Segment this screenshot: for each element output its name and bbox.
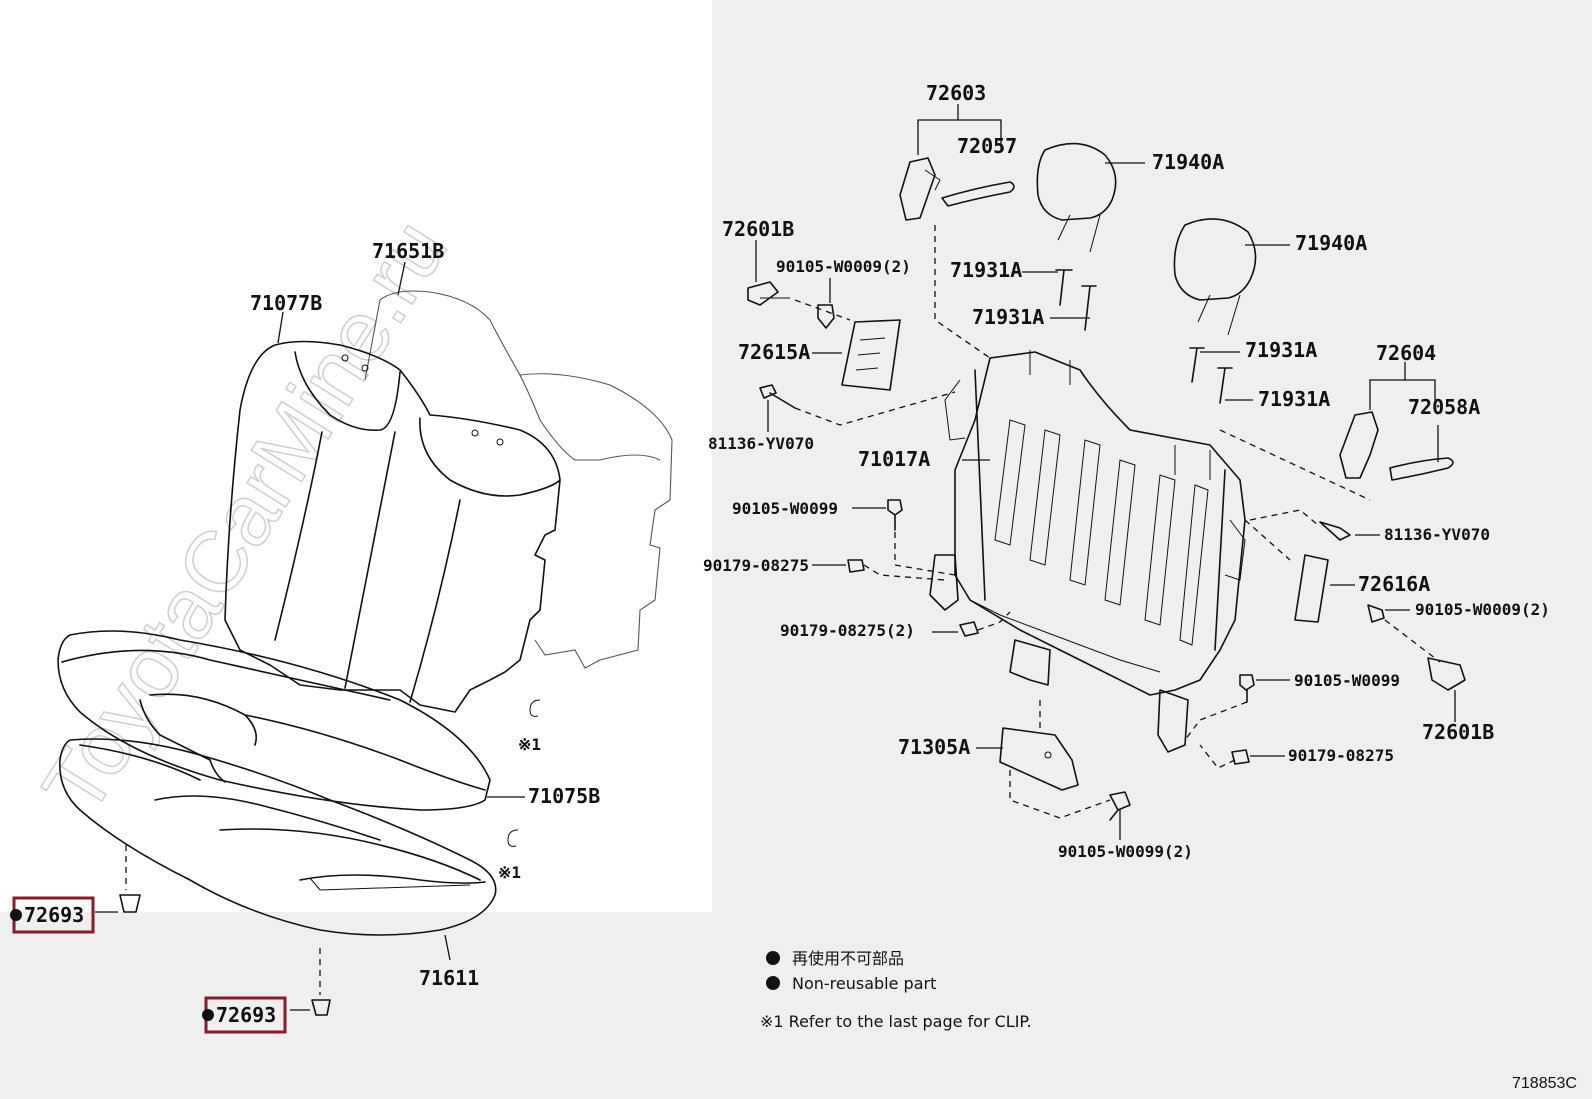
clip-hook-icon-2: [507, 829, 519, 847]
clip-mark-2: ※1: [498, 863, 521, 882]
part-label-81136-YV070-a: 81136-YV070: [708, 434, 814, 453]
cover-72616A: [1294, 554, 1329, 623]
part-label-71305A: 71305A: [898, 735, 970, 759]
part-label-90105-W0099-b: 90105-W0099: [1294, 671, 1400, 690]
part-label-71651B: 71651B: [372, 239, 444, 263]
non-reusable-dot-icon: [766, 976, 780, 990]
headrest-71940A-b: [1173, 218, 1257, 336]
nut-90179-08275-2: [959, 621, 979, 637]
highlight-72693-a[interactable]: 72693: [10, 896, 95, 934]
seatback-frame-71017A: [944, 350, 1246, 696]
part-label-72616A: 72616A: [1358, 572, 1430, 596]
part-label-90179-08275-a: 90179-08275: [703, 556, 809, 575]
non-reusable-dot-icon: [766, 951, 780, 965]
seat-cushion-cover-71075B: [57, 630, 491, 811]
part-label-71931A-b: 71931A: [972, 305, 1044, 329]
part-label-71077B: 71077B: [250, 291, 322, 315]
clip-hook-icon-1: [529, 699, 541, 717]
hinge-72601B-a: [747, 281, 835, 329]
legend: 再使用不可部品 Non-reusable part ※1 Refer to th…: [760, 949, 1032, 1031]
lock-release-72603: [899, 157, 1015, 221]
part-label-71611: 71611: [419, 966, 479, 990]
part-label-90179-08275-b: 90179-08275: [1288, 746, 1394, 765]
lock-release-72604: [1339, 411, 1454, 481]
bolt-90105-W0099-a: [887, 499, 903, 531]
part-label-72615A: 72615A: [738, 340, 810, 364]
seat-cushion-pad-71611: [59, 738, 497, 936]
part-label-72604: 72604: [1376, 341, 1436, 365]
side-brackets: [929, 554, 1189, 753]
hinge-72601B-b: [1367, 604, 1466, 691]
non-reusable-dot-icon: [10, 909, 22, 921]
diagram-id: 718853C: [1512, 1075, 1577, 1092]
bolt-90105-W0099-2: [1109, 791, 1131, 821]
part-label-72058A: 72058A: [1408, 395, 1480, 419]
part-label-72601B-a: 72601B: [722, 217, 794, 241]
part-label-71017A: 71017A: [858, 447, 930, 471]
bolt-81136-YV070-a: [759, 384, 796, 409]
headrest-71940A-a: [1036, 142, 1117, 253]
cover-72615A: [841, 319, 901, 391]
part-label-71075B: 71075B: [528, 784, 600, 808]
bolt-90105-W0099-b: [1239, 674, 1255, 703]
legend-clip-note: ※1 Refer to the last page for CLIP.: [760, 1012, 1032, 1031]
seatback-cover-71077B: [224, 340, 561, 713]
part-label-71931A-d: 71931A: [1258, 387, 1330, 411]
part-label-72603: 72603: [926, 81, 986, 105]
part-label-90105-W0099-2: 90105-W0099(2): [1058, 842, 1193, 861]
non-reusable-dot-icon: [202, 1009, 214, 1021]
part-label-90179-08275-2: 90179-08275(2): [780, 621, 915, 640]
clip-72693-a: [119, 845, 141, 913]
part-label-71940A-a: 71940A: [1152, 150, 1224, 174]
part-label-71931A-a: 71931A: [950, 258, 1022, 282]
clip-mark-1: ※1: [518, 735, 541, 754]
part-label-72057: 72057: [957, 134, 1017, 158]
nut-90179-08275-b: [1231, 749, 1250, 765]
highlight-72693-b[interactable]: 72693: [202, 996, 287, 1034]
part-label-90105-W0009-2-b: 90105-W0009(2): [1415, 600, 1550, 619]
left-panel-background: [0, 0, 712, 912]
bracket-71305A: [999, 727, 1079, 791]
part-label-90105-W0009-2-a: 90105-W0009(2): [776, 257, 911, 276]
part-label-72601B-b: 72601B: [1422, 720, 1494, 744]
part-label-72693-a: 72693: [24, 903, 84, 927]
clip-72693-b: [311, 948, 331, 1016]
part-label-71940A-b: 71940A: [1295, 231, 1367, 255]
legend-line-en: Non-reusable part: [792, 974, 936, 993]
bolt-81136-YV070-b: [1319, 521, 1351, 541]
part-label-72693-b: 72693: [216, 1003, 276, 1027]
legend-line-jp: 再使用不可部品: [792, 949, 904, 968]
nut-90179-08275-a: [847, 559, 865, 573]
part-label-90105-W0099-a: 90105-W0099: [732, 499, 838, 518]
headrest-guide-71931A-icons: [1055, 269, 1233, 404]
part-label-71931A-c: 71931A: [1245, 338, 1317, 362]
part-label-81136-YV070-b: 81136-YV070: [1384, 525, 1490, 544]
